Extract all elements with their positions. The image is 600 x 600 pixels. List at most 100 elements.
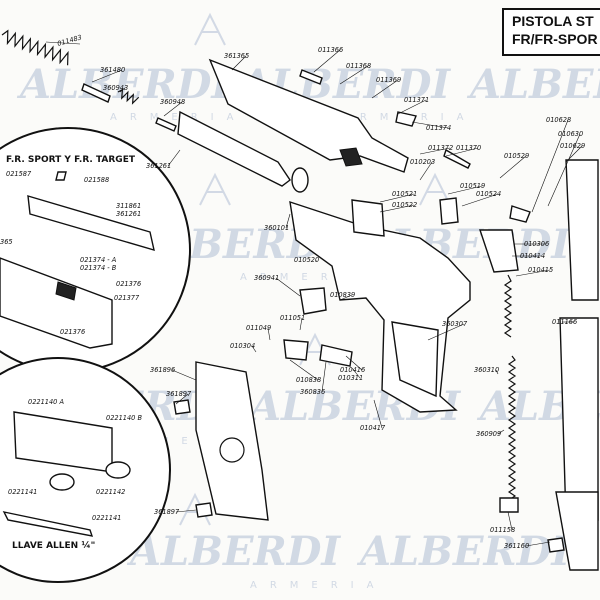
part-number-label: 360943 [103, 84, 128, 92]
mainspring [503, 274, 513, 338]
leader-line [251, 345, 257, 353]
part-number-label: 011049 [246, 324, 271, 332]
leader-line [379, 193, 415, 203]
part-number-label: 021376 [116, 280, 141, 288]
part-number-label: 021374 - B [80, 264, 117, 272]
leader-line [447, 185, 483, 195]
frame-assembly [283, 197, 531, 513]
title-line-1: PISTOLA ST [512, 13, 594, 29]
watermark-brand: ALBERDI [16, 61, 231, 108]
part-number-label: 010522 [392, 201, 417, 209]
part-number-label: 010628 [546, 116, 571, 124]
part-number-label: 360101 [264, 224, 289, 232]
part-number-label: 0221141 [8, 488, 37, 496]
leader-line [339, 65, 369, 85]
part-number-label: 010304 [230, 342, 255, 350]
part-number-label: 010629 [560, 142, 585, 150]
magazine-catch [283, 339, 309, 361]
leader-line [267, 327, 271, 341]
part-number-label: 360941 [254, 274, 279, 282]
watermark-brand: ALBERDI [126, 528, 341, 575]
leader-line [531, 119, 569, 213]
part-number-label: 361160 [504, 542, 529, 550]
part-number-label: 010524 [476, 190, 501, 198]
part-number-label: 0221141 [92, 514, 121, 522]
right-grip-panel [565, 159, 599, 301]
part-number-label: 021376 [60, 328, 85, 336]
part-number-label: 011483 [56, 33, 82, 48]
part-number-label: 011158 [490, 526, 515, 534]
part-number-label: 011166 [552, 318, 577, 326]
title-line-2: FR/FR-SPOR [512, 31, 598, 47]
leader-line [371, 79, 399, 99]
leader-line [339, 294, 353, 301]
part-number-label: 010416 [340, 366, 365, 374]
part-number-label: 360307 [442, 320, 468, 328]
part-number-label: 361480 [100, 66, 125, 74]
part-number-label: 011372 [428, 144, 453, 152]
part-number-label: 361896 [150, 366, 175, 374]
leader-line [397, 99, 427, 115]
leader-line [419, 147, 451, 155]
sport-target-inset: F.R. SPORT Y F.R. TARGET [0, 127, 191, 373]
part-number-label: 361261 [116, 210, 141, 218]
rear-sight [339, 147, 363, 167]
leader-line [91, 69, 123, 83]
leader-line [411, 121, 449, 129]
grip-screw [547, 537, 565, 553]
barrel-muzzle [291, 167, 309, 193]
part-number-label: 011366 [318, 46, 343, 54]
part-number-label: 365 [0, 238, 13, 246]
leader-line [547, 133, 581, 207]
part-number-label: 311861 [116, 202, 141, 210]
leader-line [419, 161, 433, 181]
barrel [177, 110, 291, 187]
guide-rod [81, 83, 111, 103]
part-number-label: 021587 [6, 170, 32, 178]
part-number-label: 360310 [474, 366, 499, 374]
leader-line [45, 41, 81, 45]
leader-line [175, 393, 189, 405]
grip-panels [173, 159, 599, 571]
allen-key [2, 511, 94, 537]
part-number-label: 011374 [426, 124, 451, 132]
slide-assembly [1, 29, 471, 193]
grip-medallion [219, 437, 245, 463]
part-number-label: 021588 [84, 176, 109, 184]
part-number-label: 360948 [160, 98, 185, 106]
inset-caption: F.R. SPORT Y F.R. TARGET [6, 155, 136, 165]
part-number-label: 010519 [460, 182, 485, 190]
part-number-label: 010839 [330, 291, 355, 299]
inset-screw [49, 473, 75, 491]
grip-screw [173, 399, 191, 415]
leader-line [175, 509, 197, 513]
part-number-label: 011370 [456, 144, 481, 152]
small-spring [117, 88, 140, 105]
leader-line [373, 399, 383, 429]
leader-line [351, 367, 361, 379]
part-number-label: 011368 [346, 62, 371, 70]
grip-mount-inset: LLAVE ALLEN ¼" [0, 357, 171, 583]
part-number-label: 361261 [146, 162, 171, 170]
magazine-spring [507, 355, 517, 501]
part-number-labels: 011483 361480 360943 360948 361365 361261 0113… [0, 33, 585, 550]
magazine-base [555, 491, 599, 571]
watermark-subtitle: ARMERIA [240, 272, 376, 283]
leader-line [313, 49, 341, 73]
inset-sight [55, 281, 77, 301]
part-number-label: 361365 [224, 52, 249, 60]
trigger [319, 344, 353, 367]
inset-caption: LLAVE ALLEN ¼" [12, 540, 95, 551]
part-number-label: 360836 [300, 388, 325, 396]
leader-line [289, 359, 319, 381]
part-number-label: 021377 [114, 294, 140, 302]
part-number-label: 0221140 B [106, 414, 142, 422]
inset-slide [0, 257, 113, 349]
part-number-label: 011369 [376, 76, 401, 84]
watermark-subtitle: ARMERIA [250, 580, 386, 591]
leader-line [119, 87, 126, 93]
leader-line [499, 155, 527, 179]
leader-line [427, 323, 465, 341]
leader-line [321, 361, 327, 393]
